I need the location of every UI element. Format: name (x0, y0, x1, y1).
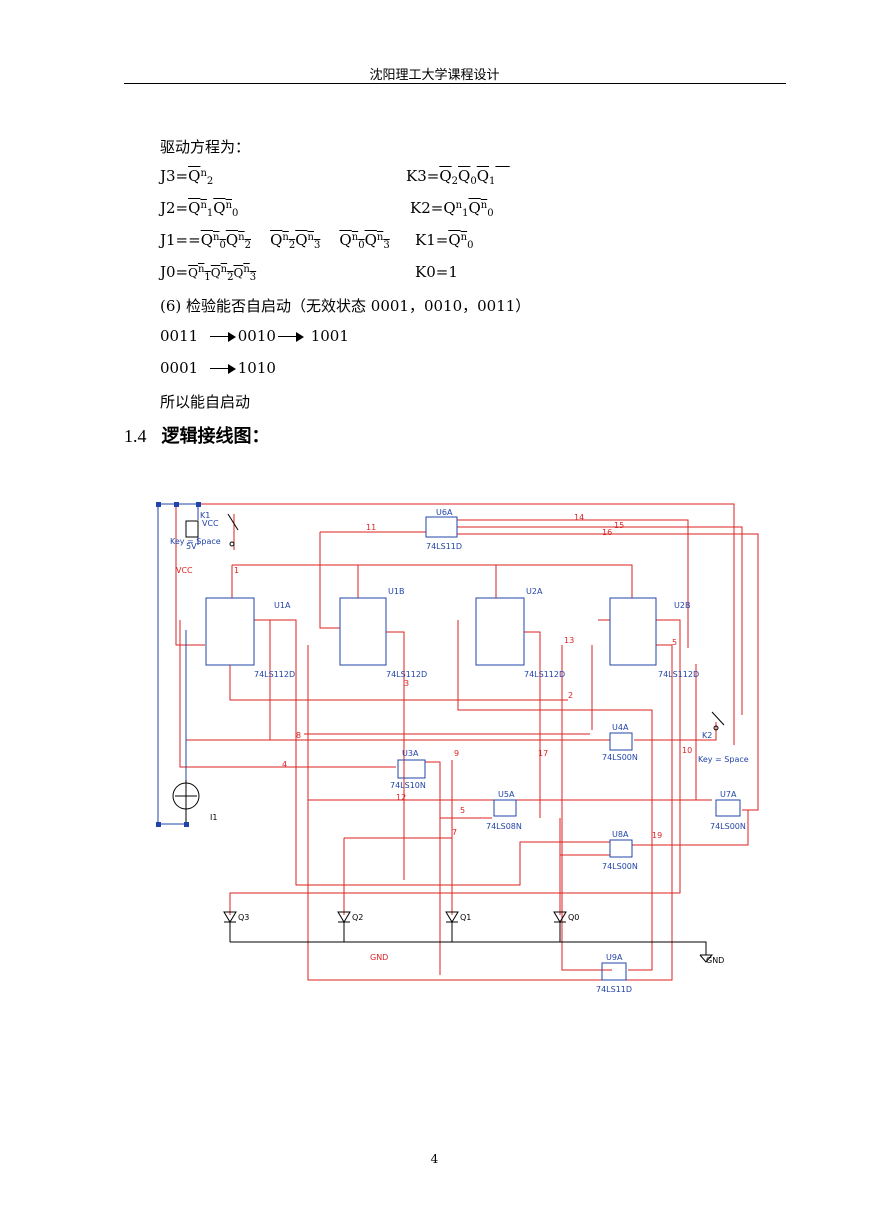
gate-u3a (397, 759, 426, 779)
equations-intro: 驱动方程为： (160, 138, 251, 156)
flip-flop-u1a (205, 597, 255, 666)
label-u5a: U5A (498, 790, 515, 799)
sequence-1: 0011 0010 1001 (160, 327, 349, 345)
label-u2b: U2B (674, 601, 690, 610)
label-u2a: U2A (526, 587, 543, 596)
label-u1a: U1A (274, 601, 291, 610)
net-8: 8 (296, 731, 301, 740)
gate-u4a (609, 732, 633, 751)
label-gnd-symbol: GND (706, 956, 724, 965)
current-meter (172, 782, 200, 810)
net-9: 9 (454, 749, 459, 758)
net-10: 10 (682, 746, 692, 755)
label-u1b-part: 74LS112D (386, 670, 427, 679)
label-i1: I1 (210, 813, 217, 822)
label-vcc2: VCC (176, 566, 193, 575)
label-q3: Q3 (238, 913, 249, 922)
label-u9a: U9A (606, 953, 623, 962)
net-16: 16 (602, 528, 612, 537)
label-u1b: U1B (388, 587, 404, 596)
page-number: 4 (430, 1152, 439, 1166)
label-vcc: VCC (202, 519, 219, 528)
gate-u9a (601, 962, 627, 981)
conclusion: 所以能自启动 (160, 393, 251, 411)
net-3: 3 (404, 679, 409, 688)
label-u7a: U7A (720, 790, 737, 799)
equation-k2: K2=Qn1Qn0 (410, 199, 494, 219)
net-5b: 5 (460, 806, 465, 815)
label-u5a-part: 74LS08N (486, 822, 522, 831)
equation-j0: J0=Qn1Qn2Qn3 (160, 263, 257, 283)
net-12: 12 (396, 793, 406, 802)
label-k2: K2 (702, 731, 712, 740)
label-u8a: U8A (612, 830, 629, 839)
net-17: 17 (538, 749, 548, 758)
vcc-source (185, 520, 199, 538)
gate-u6a (425, 516, 458, 538)
page-header: 沈阳理工大学课程设计 (369, 68, 500, 83)
section-heading: 1.4 逻辑接线图： (124, 426, 270, 446)
net-15: 15 (614, 521, 624, 530)
label-5v: 5V (186, 542, 197, 551)
label-key2: Key = Space (698, 755, 749, 764)
gate-u5a (493, 799, 517, 817)
net-1: 1 (234, 566, 239, 575)
net-2: 2 (568, 691, 573, 700)
label-q0: Q0 (568, 913, 579, 922)
equation-k1: K1=Qn0 (415, 231, 474, 251)
label-u6a-part: 74LS11D (426, 542, 462, 551)
net-14: 14 (574, 513, 584, 522)
net-19: 19 (652, 831, 662, 840)
label-u3a: U3A (402, 749, 419, 758)
label-u7a-part: 74LS00N (710, 822, 746, 831)
arrow-icon (277, 332, 304, 342)
flip-flop-u1b (339, 597, 387, 666)
label-gnd: GND (370, 953, 388, 962)
label-u2b-part: 74LS112D (658, 670, 699, 679)
net-7: 7 (452, 828, 457, 837)
label-u2a-part: 74LS112D (524, 670, 565, 679)
header-rule (124, 83, 786, 84)
label-u4a: U4A (612, 723, 629, 732)
net-5a: 5 (672, 638, 677, 647)
label-k1: K1 (200, 511, 210, 520)
self-start-check: (6) 检验能否自启动（无效状态 0001，0010，0011） (160, 297, 531, 315)
sequence-2: 0001 1010 (160, 359, 276, 377)
label-u9a-part: 74LS11D (596, 985, 632, 994)
label-q1: Q1 (460, 913, 471, 922)
label-u3a-part: 74LS10N (390, 781, 426, 790)
label-q2: Q2 (352, 913, 363, 922)
label-u1a-part: 74LS112D (254, 670, 295, 679)
gate-u7a (715, 799, 741, 817)
net-4: 4 (282, 760, 287, 769)
net-13: 13 (564, 636, 574, 645)
arrow-icon (209, 332, 236, 342)
label-u4a-part: 74LS00N (602, 753, 638, 762)
equation-k0: K0=1 (415, 263, 458, 281)
equation-k3: K3=Q2Q0Q1 (406, 167, 496, 187)
arrow-icon (209, 364, 236, 374)
flip-flop-u2b (609, 597, 657, 666)
label-u8a-part: 74LS00N (602, 862, 638, 871)
flip-flop-u2a (475, 597, 525, 666)
net-11: 11 (366, 523, 376, 532)
label-u6a: U6A (436, 508, 453, 517)
label-key1: Key = Space (170, 537, 221, 546)
equation-j2: J2=Qn1Qn0 (160, 199, 239, 219)
gate-u8a (609, 839, 633, 858)
equation-j3: J3=Qn2 (160, 167, 214, 187)
equation-j1: J1==Qn0Qn2 Qn2Qn3 Qn0Qn3 (160, 231, 390, 251)
